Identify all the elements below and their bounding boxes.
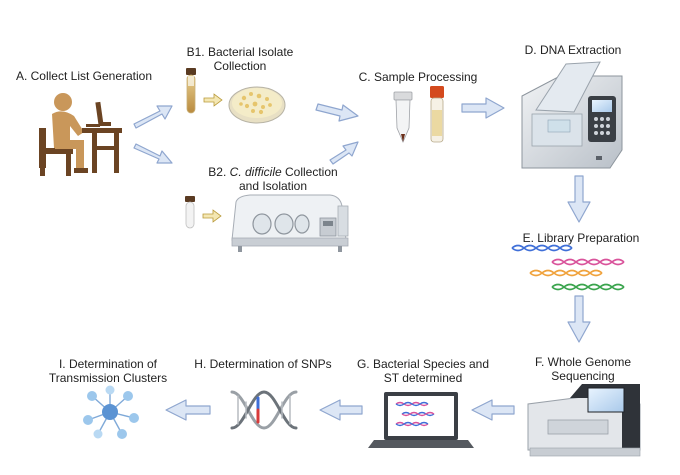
dna-strands-icon [511,244,625,291]
arrow-g-to-h [319,399,363,421]
step-f-line1: F. Whole Genome [534,355,632,369]
step-g-label: G. Bacterial Species and ST determined [348,357,498,385]
step-c-label: C. Sample Processing [358,70,478,84]
arrow-c-to-d [461,97,505,119]
anaerobic-chamber-icon [231,194,349,252]
step-a-label: A. Collect List Generation [15,69,153,83]
dna-extraction-machine-icon [521,61,623,169]
arrow-f-to-g [471,399,515,421]
step-g-line1: G. Bacterial Species and [356,357,490,371]
culture-tube-icon [186,68,196,114]
sample-tubes-icon [393,86,444,144]
arrow-a-to-b1 [133,105,173,129]
arrow-b1-to-c [315,103,359,122]
step-b2-line2: and Isolation [238,179,308,193]
small-arrow-icon-2 [202,209,222,223]
step-i-label: I. Determination of Transmission Cluster… [36,357,180,385]
step-b1-line2: Collection [213,59,267,73]
small-arrow-icon [203,93,223,107]
step-b2-line1: B2. C. difficile Collection [208,165,338,179]
sequencer-icon [527,384,641,457]
step-i-line2: Transmission Clusters [48,371,168,385]
step-e-label: E. Library Preparation [522,231,640,245]
step-g-line2: ST determined [383,371,463,385]
arrow-h-to-i [165,399,211,421]
small-tube-icon [185,196,195,229]
arrow-b2-to-c [329,141,359,165]
petri-dish-icon [228,86,286,124]
step-d-label: D. DNA Extraction [524,43,622,57]
step-b1-line1: B1. Bacterial Isolate [186,45,294,59]
step-h-label: H. Determination of SNPs [194,357,332,371]
arrow-a-to-b2 [133,143,173,164]
arrow-e-to-f [567,295,591,343]
step-f-label: F. Whole Genome Sequencing [524,355,642,383]
species-name: C. difficile [229,165,282,179]
person-at-computer-icon [39,93,122,176]
snp-helix-icon [230,390,298,430]
step-b2-label: B2. C. difficile Collection and Isolatio… [206,165,340,193]
laptop-icon [368,392,474,448]
arrow-d-to-e [567,175,591,223]
step-b1-label: B1. Bacterial Isolate Collection [170,45,310,73]
cluster-network-icon [83,385,139,439]
step-i-line1: I. Determination of [58,357,158,371]
step-f-line2: Sequencing [551,369,615,383]
